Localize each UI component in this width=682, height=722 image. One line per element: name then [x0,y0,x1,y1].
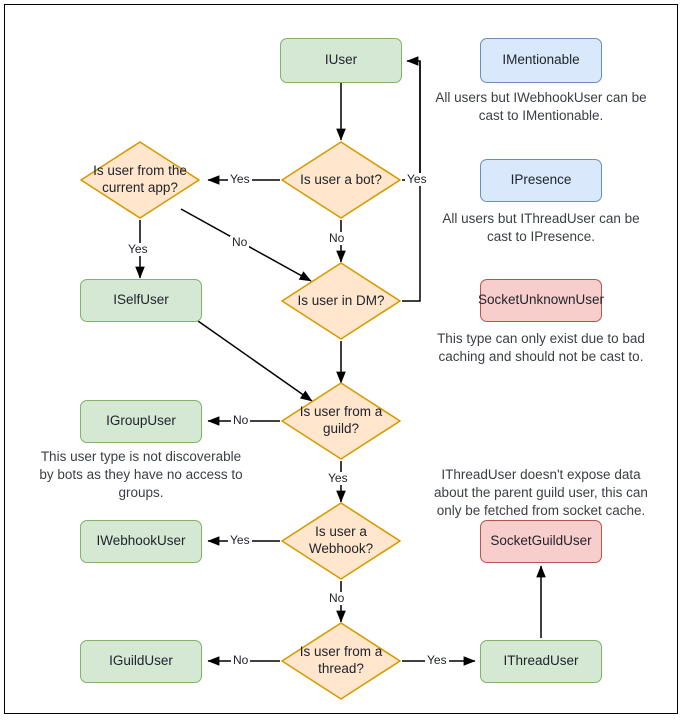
canvas-border [4,4,678,714]
node-socketunknownuser[interactable]: SocketUnknownUser [477,279,605,322]
node-igroupuser[interactable]: IGroupUser [80,400,202,443]
edge-label-webhook-yes: Yes [228,533,252,548]
note-socketunknownuser: This type can only exist due to bad cach… [437,331,645,364]
node-is-user-from-thread[interactable]: Is user from a thread? [280,621,402,701]
diamond-shape [281,141,401,219]
node-igroupuser-label: IGroupUser [106,413,176,429]
node-is-user-a-webhook-label: Is user a Webhook? [308,524,374,556]
note-ipresence: All users but IThreadUser can be cast to… [442,211,640,244]
note-igroupuser: This user type is not discoverable by bo… [39,449,243,500]
node-iguilduser[interactable]: IGuildUser [80,640,202,683]
edge-label-guild-no: No [231,413,251,428]
node-iuser-label: IUser [324,52,358,68]
node-is-user-in-dm-label: Is user in DM? [297,292,385,308]
edge-label-webhook-no: No [327,591,347,606]
edge-label-bot-no: No [327,231,347,246]
node-ithreaduser[interactable]: IThreadUser [480,640,602,683]
node-is-user-a-webhook[interactable]: Is user a Webhook? [280,501,402,581]
diamond-shape [281,262,401,340]
node-is-user-a-bot-label: Is user a bot? [300,171,382,187]
edge-iselfuser-to-guild [197,320,313,402]
edge-label-thread-no: No [231,653,251,668]
node-iwebhookuser[interactable]: IWebhookUser [80,520,202,563]
node-iuser[interactable]: IUser [280,38,402,83]
diamond-shape [281,502,401,580]
node-is-user-from-guild[interactable]: Is user from a guild? [280,381,402,461]
node-iselfuser-label: ISelfUser [113,292,169,308]
node-socketguilduser[interactable]: SocketGuildUser [480,520,602,563]
node-iwebhookuser-label: IWebhookUser [96,533,186,549]
node-imentionable-label: IMentionable [502,52,580,68]
diamond-shape [281,622,401,700]
node-is-user-from-current-app-label: Is user from the current app? [93,163,187,195]
edge-label-current-app-no: No [230,235,250,250]
edge-label-iselfuser-yes: Yes [126,242,150,257]
note-socketguilduser: IThreadUser doesn't expose data about th… [434,467,648,518]
edge-label-thread-yes: Yes [425,653,449,668]
edge-bot-yes-to-iuser [402,56,421,181]
node-is-user-from-guild-label: Is user from a guild? [299,404,383,436]
node-imentionable[interactable]: IMentionable [480,38,602,83]
edge-label-bot-yes: Yes [405,172,429,187]
node-is-user-in-dm[interactable]: Is user in DM? [280,261,402,341]
node-ipresence-label: IPresence [510,172,572,188]
node-iguilduser-label: IGuildUser [109,653,173,669]
node-is-user-from-thread-label: Is user from a thread? [299,644,383,676]
diamond-shape [281,382,401,460]
node-socketunknownuser-label: SocketUnknownUser [477,292,605,308]
edge-label-guild-yes: Yes [326,471,350,486]
node-ipresence[interactable]: IPresence [480,159,602,202]
node-iselfuser[interactable]: ISelfUser [80,279,202,322]
edge-dm-yes-to-iuser [402,61,421,302]
node-ithreaduser-label: IThreadUser [503,653,579,669]
note-imentionable: All users but IWebhookUser can be cast t… [435,90,647,123]
edge-label-current-app-yes: Yes [228,172,252,187]
node-is-user-from-current-app[interactable]: Is user from the current app? [79,140,201,220]
node-is-user-a-bot[interactable]: Is user a bot? [280,140,402,220]
node-socketguilduser-label: SocketGuildUser [490,533,592,549]
diamond-shape [80,141,200,219]
